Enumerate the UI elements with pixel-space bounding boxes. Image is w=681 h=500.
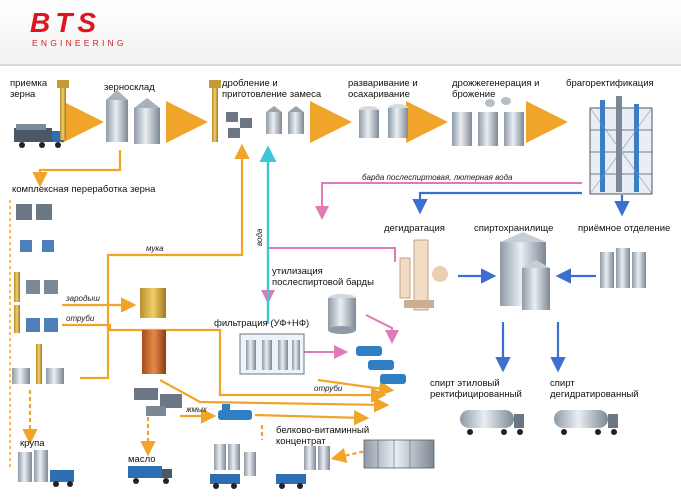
groats-silos-icon <box>18 450 74 487</box>
oil-press-equipment-icon <box>134 288 182 416</box>
screw-press-icon <box>218 404 252 420</box>
label-boiling-2: осахаривание <box>348 89 410 100</box>
dryers-icon <box>356 346 406 384</box>
flow-label-water: вода <box>255 228 264 246</box>
label-intake-2: зерна <box>10 89 36 100</box>
distillation-tower-icon <box>589 96 653 195</box>
boiling-tanks-icon <box>359 104 408 138</box>
label-filtration: фильтрация (УФ+НФ) <box>214 318 309 329</box>
tanker-truck-icon <box>460 410 524 435</box>
label-utilization-1: утилизация <box>272 266 323 277</box>
truck-icon <box>14 124 64 148</box>
label-dehydrated-1: спирт <box>550 378 575 389</box>
label-ethyl-1: спирт этиловый <box>430 378 500 389</box>
protein-silos-icon <box>210 444 330 489</box>
fermentation-tanks-icon <box>452 97 524 146</box>
label-boiling-1: разваривание и <box>348 78 418 89</box>
label-protein-2: концентрат <box>276 436 326 447</box>
flow-labels: барда послеспиртовая, лютерная вода мука… <box>65 173 513 414</box>
label-crushing-1: дробление и <box>222 78 278 89</box>
label-yeast-2: брожение <box>452 89 495 100</box>
logo-wordmark: BTS <box>30 7 101 38</box>
flow-label-bran-1: отруби <box>66 314 95 323</box>
label-complex-processing: комплексная переработка зерна <box>12 184 156 195</box>
flow-label-bran-2: отруби <box>314 384 343 393</box>
flow-label-stillage: барда послеспиртовая, лютерная вода <box>362 173 513 182</box>
label-yeast-1: дрожжегенерация и <box>452 78 539 89</box>
oil-truck-icon <box>128 466 172 484</box>
flow-label-cake: жмых <box>185 405 208 414</box>
protein-dryer-icon <box>363 439 435 469</box>
label-intake-1: приемка <box>10 78 48 89</box>
label-protein-1: белково-витаминный <box>276 425 369 436</box>
label-utilization-2: послеспиртовой барды <box>272 277 374 288</box>
label-dehydrated-2: дегидратированный <box>550 389 639 400</box>
label-storage: спиртохранилище <box>474 223 553 234</box>
label-oil: масло <box>128 454 156 465</box>
flow-label-germ: зародыш <box>65 294 100 303</box>
label-groats: крупа <box>20 438 45 449</box>
reception-tanks-icon <box>600 248 646 288</box>
crushing-equipment-icon <box>209 80 304 142</box>
stage-labels: приемка зерна зерносклад дробление и при… <box>10 78 670 465</box>
tanker-truck-icon <box>554 410 618 435</box>
filtration-unit-icon <box>239 333 305 375</box>
label-dehydration: дегидратация <box>384 223 445 234</box>
elevator-icon <box>57 80 69 140</box>
label-distillation: брагоректификация <box>566 78 654 89</box>
label-granary: зерносклад <box>104 82 155 93</box>
bts-logo: BTS ENGINEERING <box>30 8 148 50</box>
label-reception: приёмное отделение <box>578 223 670 234</box>
header-bar: BTS ENGINEERING <box>0 0 681 66</box>
label-ethyl-2: ректифицированный <box>430 389 522 400</box>
logo-subtitle: ENGINEERING <box>32 38 127 48</box>
label-crushing-2: приготовление замеса <box>222 89 322 100</box>
dehydration-column-icon <box>399 239 448 311</box>
utilization-tank-icon <box>328 294 356 334</box>
granary-silos-icon <box>106 90 160 144</box>
grain-processing-equipment-icon <box>12 204 64 384</box>
storage-tanks-icon <box>500 232 550 310</box>
blue-flow-lines <box>412 191 630 373</box>
orange-flow-lines <box>9 143 395 470</box>
flow-label-flour: мука <box>146 244 164 253</box>
